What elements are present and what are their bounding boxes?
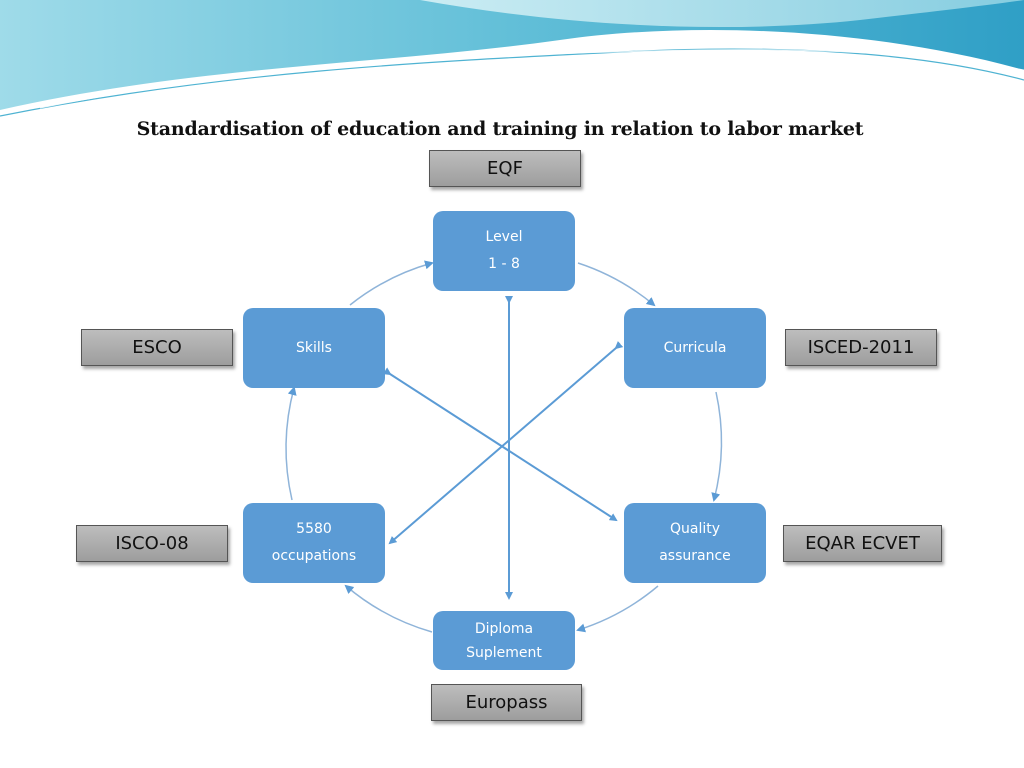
node-diploma-suplement: Diploma Suplement bbox=[433, 611, 575, 670]
label-esco: ESCO bbox=[81, 329, 233, 366]
label-europass: Europass bbox=[431, 684, 582, 721]
header-wave-main bbox=[0, 0, 1024, 110]
cycle-arrow-occupations-to-skills bbox=[285, 386, 297, 501]
node-quality-assurance: Quality assurance bbox=[624, 503, 766, 583]
node-level: Level 1 - 8 bbox=[433, 211, 575, 291]
node-skills-label: Skills bbox=[296, 339, 332, 356]
header-wave bbox=[0, 0, 1024, 119]
node-diploma-line2: Suplement bbox=[466, 644, 542, 661]
label-eqf: EQF bbox=[429, 150, 581, 187]
axis-arrow-skills-quality bbox=[382, 367, 618, 522]
node-quality-line1: Quality bbox=[669, 521, 721, 537]
cycle-arrow-skills-to-level bbox=[349, 260, 434, 306]
node-curricula: Curricula bbox=[624, 308, 766, 388]
node-level-line1: Level bbox=[485, 229, 523, 245]
header-wave-light bbox=[420, 0, 1024, 28]
node-occupations-line1: 5580 bbox=[296, 521, 332, 537]
node-quality-line2: assurance bbox=[659, 548, 731, 564]
axis-arrow-curricula-occupations bbox=[388, 341, 624, 545]
label-eqar-ecvet: EQAR ECVET bbox=[783, 525, 942, 562]
header-wave-line bbox=[0, 48, 1024, 117]
node-level-line2: 1 - 8 bbox=[488, 256, 520, 272]
node-occupations: 5580 occupations bbox=[243, 503, 385, 583]
cycle-arrow-quality-to-diploma bbox=[576, 585, 659, 633]
node-skills: Skills bbox=[243, 308, 385, 388]
cycle-arrow-diploma-to-occupations bbox=[344, 584, 433, 633]
diagram-title: Standardisation of education and trainin… bbox=[136, 118, 864, 140]
node-occupations-line2: occupations bbox=[271, 548, 357, 564]
header-wave-line-2 bbox=[39, 49, 1024, 109]
node-diploma-line1: Diploma bbox=[474, 620, 534, 637]
cycle-arrow-level-to-curricula bbox=[577, 262, 656, 307]
node-curricula-label: Curricula bbox=[663, 339, 727, 356]
cycle-arrow-curricula-to-quality bbox=[711, 391, 723, 502]
header-wave-highlight bbox=[0, 41, 1024, 119]
label-isco-08: ISCO-08 bbox=[76, 525, 228, 562]
label-isced-2011: ISCED-2011 bbox=[785, 329, 937, 366]
